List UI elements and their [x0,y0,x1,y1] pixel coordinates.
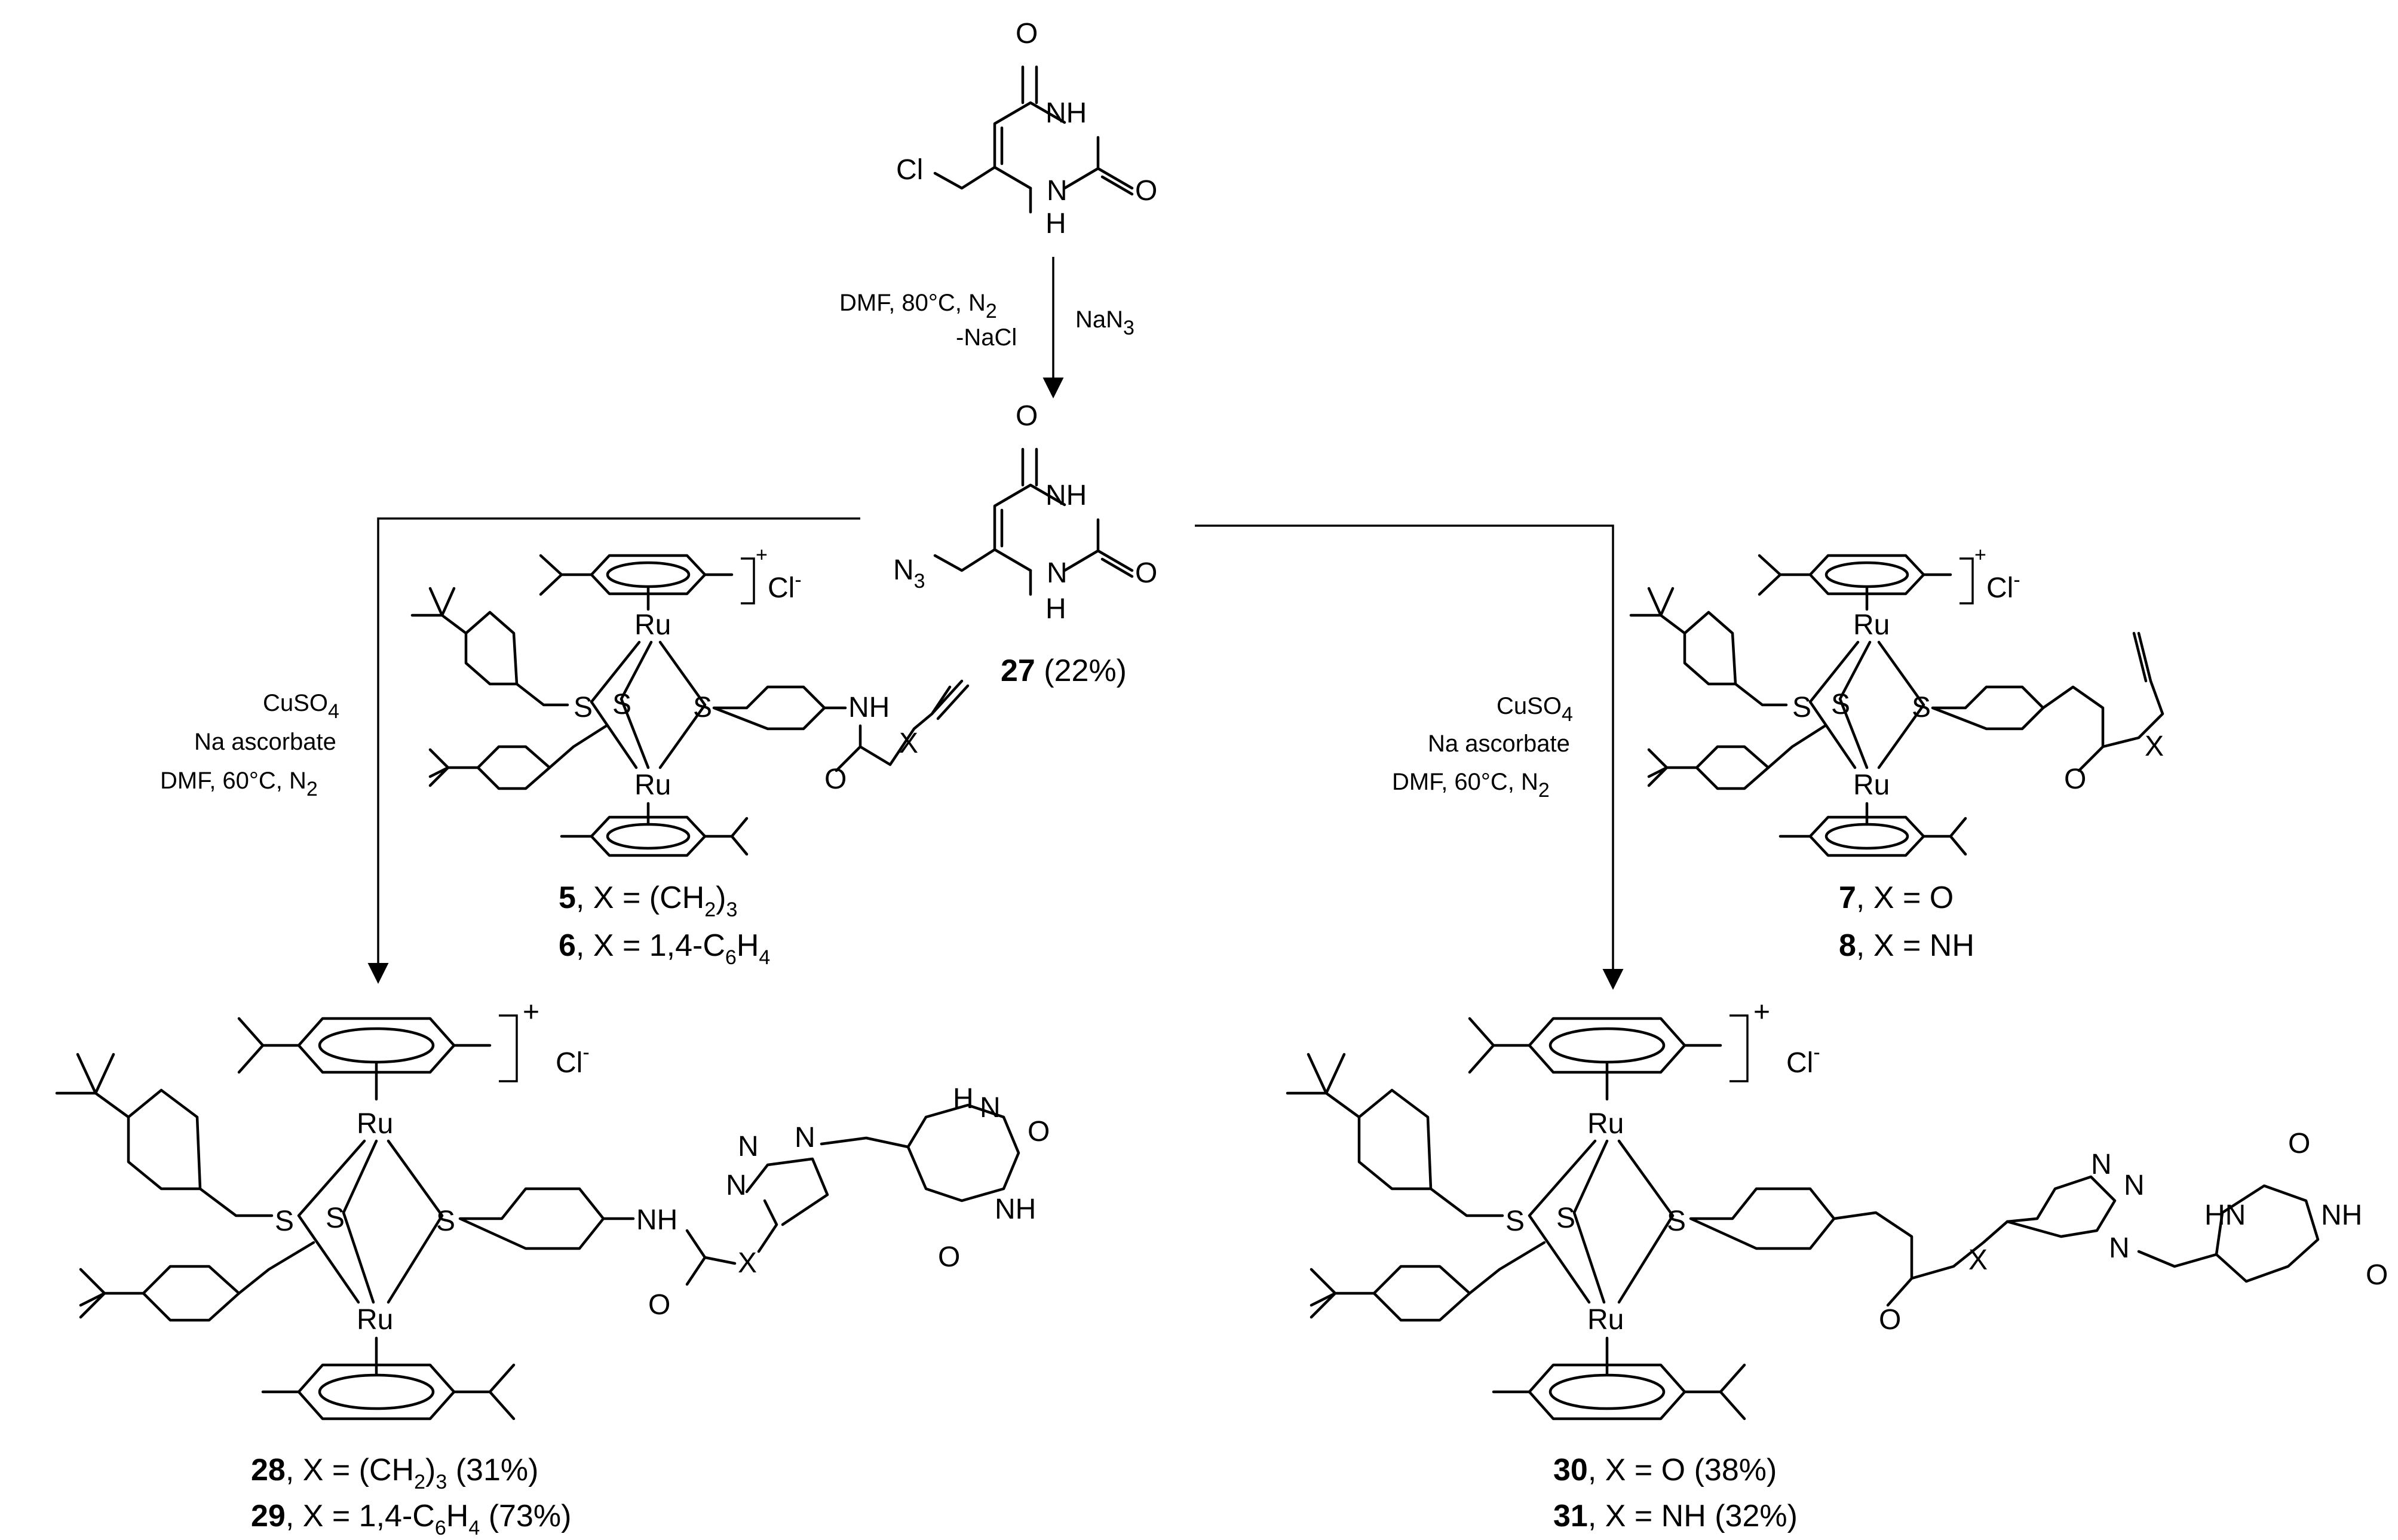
svg-text:X: X [899,728,918,759]
svg-text:CuSO4: CuSO4 [263,690,339,723]
svg-text:DMF, 60°C, N2: DMF, 60°C, N2 [160,768,318,800]
svg-text:S: S [612,689,631,720]
svg-text:N: N [2124,1170,2145,1201]
svg-text:8, X = NH: 8, X = NH [1839,928,1974,963]
left-conditions: CuSO4 Na ascorbate DMF, 60°C, N2 [160,690,339,800]
svg-text:Cl-: Cl- [556,1041,590,1079]
svg-text:N: N [795,1122,815,1154]
svg-text:S: S [326,1202,345,1234]
svg-text:Ru: Ru [357,1304,393,1336]
svg-text:NH: NH [2321,1200,2362,1231]
o-top-label: O [1016,18,1038,50]
svg-text:NH: NH [636,1204,677,1236]
svg-text:O: O [1028,1116,1050,1148]
svg-text:+: + [1974,544,1986,566]
svg-text:DMF, 60°C, N2: DMF, 60°C, N2 [1392,769,1550,802]
svg-text:O: O [648,1289,670,1321]
svg-text:30, X = O (38%): 30, X = O (38%) [1553,1453,1777,1487]
o-right-label: O [1135,175,1157,207]
svg-text:S: S [1792,692,1811,723]
svg-text:S: S [1505,1205,1525,1237]
svg-text:X: X [2145,731,2164,762]
reagent-5-6-structure: + Cl- Ru Ru S S S NH X O 5, X = (CH2)3 [410,544,970,969]
svg-text:+: + [756,544,768,566]
cl-label: Cl [896,154,923,186]
right-conditions: CuSO4 Na ascorbate DMF, 60°C, N2 [1392,693,1573,802]
svg-text:NH: NH [995,1194,1036,1225]
svg-text:HN: HN [2204,1200,2246,1231]
svg-text:S: S [1831,689,1850,720]
svg-text:S: S [574,692,593,723]
svg-text:Cl-: Cl- [1786,1041,1820,1079]
svg-text:CuSO4: CuSO4 [1497,693,1573,726]
svg-text:Ru: Ru [634,609,671,641]
svg-text:Cl-: Cl- [1986,569,2020,604]
svg-text:O: O [1016,400,1038,432]
svg-text:S: S [1667,1205,1686,1237]
step1-conditions: DMF, 80°C, N2 -NaCl NaN3 [839,290,1134,351]
svg-text:N: N [2109,1232,2130,1264]
svg-text:Na ascorbate: Na ascorbate [194,729,336,755]
svg-text:-NaCl: -NaCl [956,324,1017,351]
svg-text:Na ascorbate: Na ascorbate [1428,731,1570,757]
branch-arrows [367,517,1624,990]
svg-text:NH: NH [1045,480,1087,511]
svg-text:X: X [738,1247,757,1279]
svg-text:29, X = 1,4-C6H4 (73%): 29, X = 1,4-C6H4 (73%) [251,1499,571,1539]
reagent-7-8-structure: + Cl- Ru Ru S S S X O 7, X = O 8, X = NH [1629,544,2164,963]
svg-text:S: S [1912,692,1931,723]
svg-text:S: S [436,1205,455,1237]
svg-text:6, X = 1,4-C6H4: 6, X = 1,4-C6H4 [559,928,770,969]
azide-27-structure: O NH O N H N3 27 (22%) [893,400,1157,688]
svg-text:S: S [1556,1202,1575,1234]
svg-text:O: O [1135,557,1157,589]
svg-text:NaN3: NaN3 [1075,306,1134,339]
svg-text:+: + [1753,996,1770,1028]
starting-material-structure: NH Cl N H O O [896,18,1157,240]
nh-label: NH [1045,97,1087,129]
svg-text:N: N [1047,557,1068,589]
svg-text:Ru: Ru [634,769,671,801]
svg-text:O: O [824,763,847,795]
svg-text:5, X = (CH2)3: 5, X = (CH2)3 [559,881,737,921]
n-label: N [1047,175,1068,207]
svg-text:Ru: Ru [1853,769,1890,801]
svg-text:NH: NH [848,692,890,723]
svg-text:Ru: Ru [1587,1304,1624,1336]
svg-text:H: H [1045,593,1066,625]
svg-text:Ru: Ru [1587,1108,1624,1140]
svg-text:N: N [738,1131,759,1162]
svg-text:Ru: Ru [357,1108,393,1140]
h-label: H [1045,208,1066,240]
svg-text:O: O [2288,1128,2310,1159]
svg-text:Ru: Ru [1853,609,1890,641]
svg-text:31, X = NH (32%): 31, X = NH (32%) [1553,1499,1798,1533]
svg-text:O: O [2366,1259,2388,1291]
svg-text:DMF, 80°C, N2: DMF, 80°C, N2 [839,290,997,323]
svg-text:O: O [938,1241,960,1273]
svg-text:N: N [726,1170,747,1201]
svg-text:S: S [693,692,712,723]
svg-text:N: N [980,1092,1001,1124]
svg-text:H: H [953,1083,974,1115]
svg-text:28, X = (CH2)3 (31%): 28, X = (CH2)3 (31%) [251,1453,538,1493]
product-30-31-structure: + Cl- Ru Ru S S S X O N N N HN O NH O 30… [1286,996,2388,1533]
svg-text:N: N [2091,1149,2112,1180]
svg-text:X: X [1968,1244,1988,1276]
product-28-29-structure: + Cl- Ru Ru S S S NH X O N N N H N O NH … [55,996,1050,1539]
compound-27-label: 27 (22%) [1001,654,1127,688]
svg-text:Cl-: Cl- [768,569,802,604]
svg-text:+: + [523,996,539,1028]
svg-text:O: O [1879,1304,1901,1336]
svg-text:7, X = O: 7, X = O [1839,881,1954,915]
svg-text:N3: N3 [893,554,925,593]
svg-text:O: O [2064,763,2086,795]
svg-text:S: S [275,1205,294,1237]
